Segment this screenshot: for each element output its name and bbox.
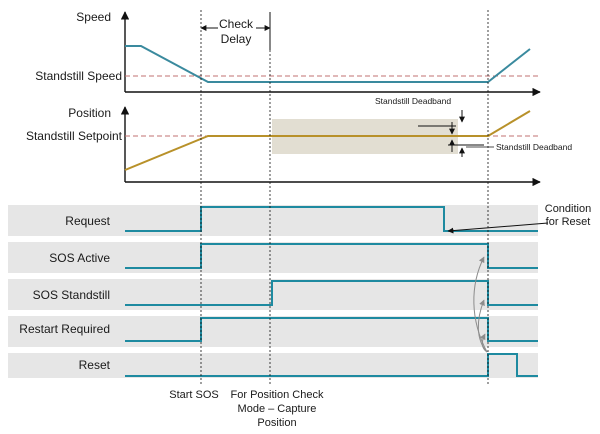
signal-trace bbox=[125, 353, 538, 377]
signal-row-restart-required: Restart Required bbox=[8, 316, 538, 347]
signal-trace bbox=[125, 280, 538, 306]
signal-row-reset: Reset bbox=[8, 353, 538, 378]
signal-row-request: Request bbox=[8, 205, 538, 236]
signal-label: Restart Required bbox=[19, 322, 110, 336]
signal-label: SOS Active bbox=[49, 251, 110, 265]
standstill-setpoint-label: Standstill Setpoint bbox=[26, 129, 123, 143]
condition-label-line2: for Reset bbox=[546, 216, 591, 228]
signal-trace bbox=[125, 243, 538, 269]
check-delay-label-bg bbox=[218, 16, 256, 48]
signal-label: SOS Standstill bbox=[33, 288, 110, 302]
start-sos-label: Start SOS bbox=[169, 389, 219, 401]
check-delay-label-line2: Delay bbox=[221, 32, 252, 46]
check-delay-annotation: Check Delay bbox=[200, 12, 271, 50]
deadband-label-top: Standstill Deadband bbox=[375, 96, 451, 106]
event-labels: Start SOS For Position Check Mode – Capt… bbox=[169, 389, 324, 429]
signal-rows: Request SOS Active SOS Standstill Restar… bbox=[8, 205, 538, 378]
row-band bbox=[8, 316, 538, 347]
reset-causality-arrows bbox=[473, 256, 488, 353]
speed-curve bbox=[125, 45, 531, 83]
signal-trace bbox=[125, 317, 538, 342]
signal-trace bbox=[125, 206, 538, 232]
capture-position-label-line2: Mode – Capture bbox=[238, 403, 317, 415]
signal-row-sos-standstill: SOS Standstill bbox=[8, 279, 538, 310]
reset-to-standstill-arrow bbox=[477, 299, 488, 353]
condition-label-line1: Condition bbox=[545, 203, 591, 215]
deadband-label-right: Standstill Deadband bbox=[496, 142, 572, 152]
signal-row-sos-active: SOS Active bbox=[8, 242, 538, 273]
check-delay-label-line1: Check bbox=[219, 17, 254, 31]
reset-to-restart-arrow bbox=[479, 333, 488, 353]
condition-for-reset-annotation: Condition for Reset bbox=[447, 203, 591, 234]
signal-label: Reset bbox=[79, 358, 111, 372]
position-axis-label: Position bbox=[68, 106, 111, 120]
standstill-speed-label: Standstill Speed bbox=[35, 69, 122, 83]
position-curve bbox=[124, 110, 531, 171]
row-band bbox=[8, 353, 538, 378]
condition-arrow bbox=[447, 222, 549, 234]
position-graph: Position Standstill Setpoint Standstill … bbox=[26, 96, 572, 187]
row-band bbox=[8, 242, 538, 273]
speed-axis-label: Speed bbox=[76, 10, 111, 24]
signal-label: Request bbox=[65, 214, 110, 228]
capture-position-label-line1: For Position Check bbox=[231, 389, 324, 401]
speed-graph: Speed Standstill Speed bbox=[35, 10, 541, 97]
capture-position-label-line3: Position bbox=[257, 417, 296, 429]
